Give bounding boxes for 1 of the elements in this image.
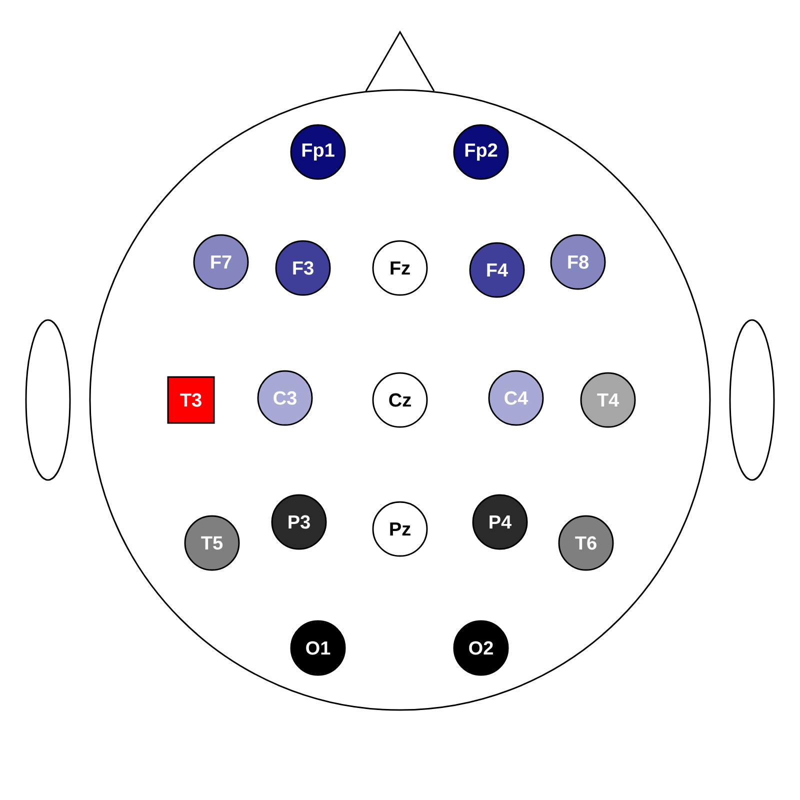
electrode-square: T3 (167, 376, 215, 424)
